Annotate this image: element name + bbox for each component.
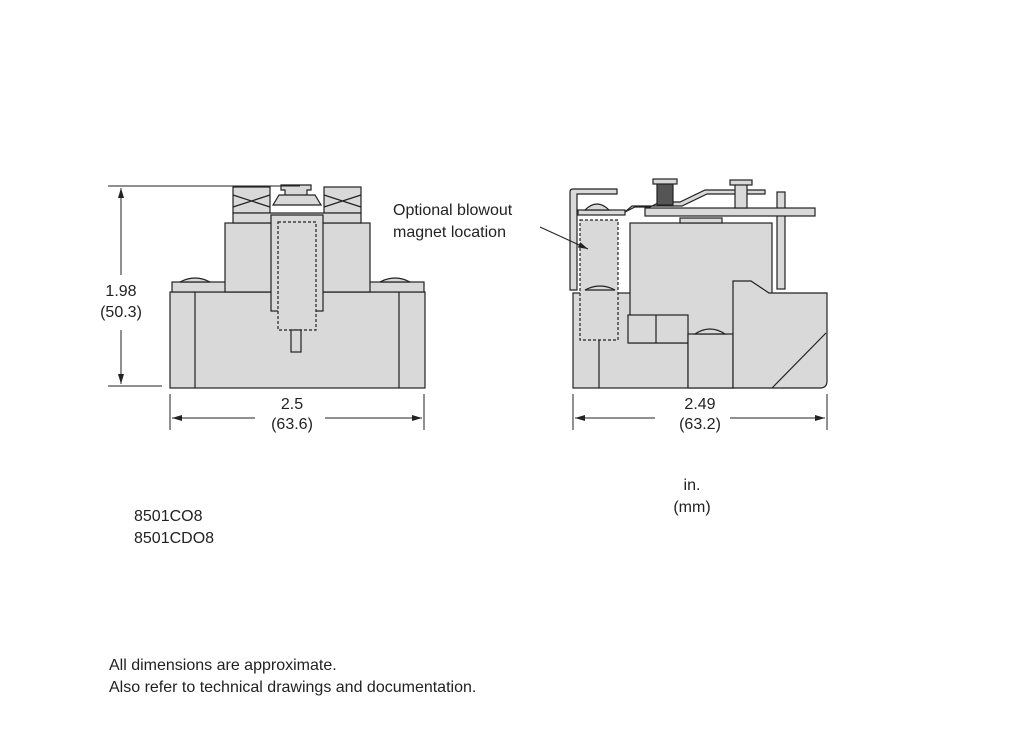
part-number: 8501CO8 — [134, 508, 203, 525]
callout-line1: Optional blowout — [393, 202, 513, 219]
front-view — [169, 184, 426, 389]
blowout-magnet-location — [579, 219, 619, 341]
front-dimensions — [108, 185, 425, 430]
side-dimensions — [539, 226, 828, 430]
note: All dimensions are approximate. — [109, 657, 337, 674]
side-width-mm: (63.2) — [679, 416, 721, 433]
side-view — [569, 178, 828, 389]
plunger-hidden — [277, 221, 317, 331]
side-width-inches: 2.49 — [684, 396, 716, 413]
note: Also refer to technical drawings and doc… — [109, 679, 477, 696]
height-inches: 1.98 — [105, 283, 137, 300]
height-mm: (50.3) — [100, 304, 142, 321]
front-width-inches: 2.5 — [280, 396, 304, 413]
units-primary: in. — [683, 477, 701, 494]
front-width-mm: (63.6) — [271, 416, 313, 433]
callout-line2: magnet location — [393, 224, 506, 241]
callout-leader — [539, 226, 589, 250]
terminal-block — [732, 280, 828, 389]
units-secondary: (mm) — [673, 499, 711, 516]
part-number: 8501CDO8 — [134, 530, 215, 547]
